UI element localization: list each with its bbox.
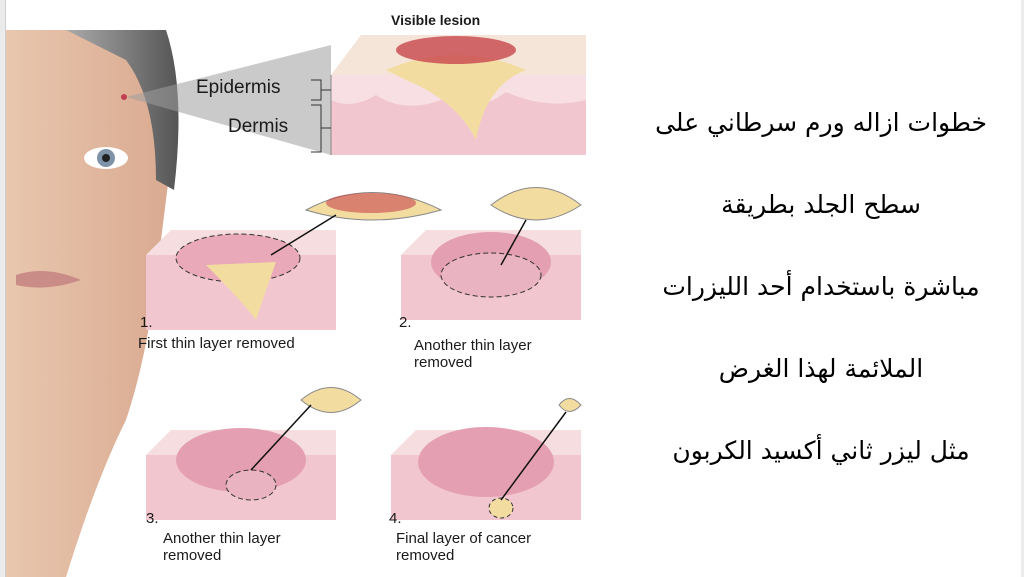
removed-layers — [300, 187, 582, 413]
step-4-number: 4. — [389, 510, 402, 527]
step-3-caption-line-2: removed — [163, 547, 222, 564]
slide: Visible lesion Epidermis Dermis 1. First… — [5, 0, 1021, 577]
text-line-2: سطح الجلد بطريقة — [721, 190, 921, 219]
step-2-caption-line-1: Another thin layer — [414, 337, 532, 354]
text-line-1: خطوات ازاله ورم سرطاني على — [655, 108, 987, 137]
arrows — [250, 214, 567, 501]
arabic-text-block: خطوات ازاله ورم سرطاني على سطح الجلد بطر… — [626, 110, 1016, 520]
step-3-number: 3. — [146, 510, 159, 527]
step-3-caption-line-1: Another thin layer — [163, 530, 281, 547]
magnifier-cone — [126, 45, 331, 155]
text-line-5: مثل ليزر ثاني أكسيد الكربون — [672, 436, 970, 465]
mohs-surgery-illustration — [6, 30, 586, 577]
dermis-label: Dermis — [228, 116, 289, 137]
layer-brackets — [311, 79, 331, 153]
epidermis-label: Epidermis — [196, 77, 281, 98]
step-4-caption-line-1: Final layer of cancer — [396, 530, 532, 547]
visible-lesion-label: Visible lesion — [391, 12, 481, 28]
step-2-number: 2. — [399, 314, 412, 331]
step-1-number: 1. — [140, 314, 153, 331]
step-2-caption-line-2: removed — [414, 354, 473, 371]
patient-face — [6, 30, 179, 577]
skin-cross-section — [330, 35, 586, 155]
text-line-4: الملائمة لهذا الغرض — [718, 354, 924, 383]
step-4-caption-line-2: removed — [396, 547, 455, 564]
step-blocks — [146, 230, 581, 520]
text-line-3: مباشرة باستخدام أحد الليزرات — [662, 272, 980, 301]
step-1-caption: First thin layer removed — [138, 335, 295, 352]
